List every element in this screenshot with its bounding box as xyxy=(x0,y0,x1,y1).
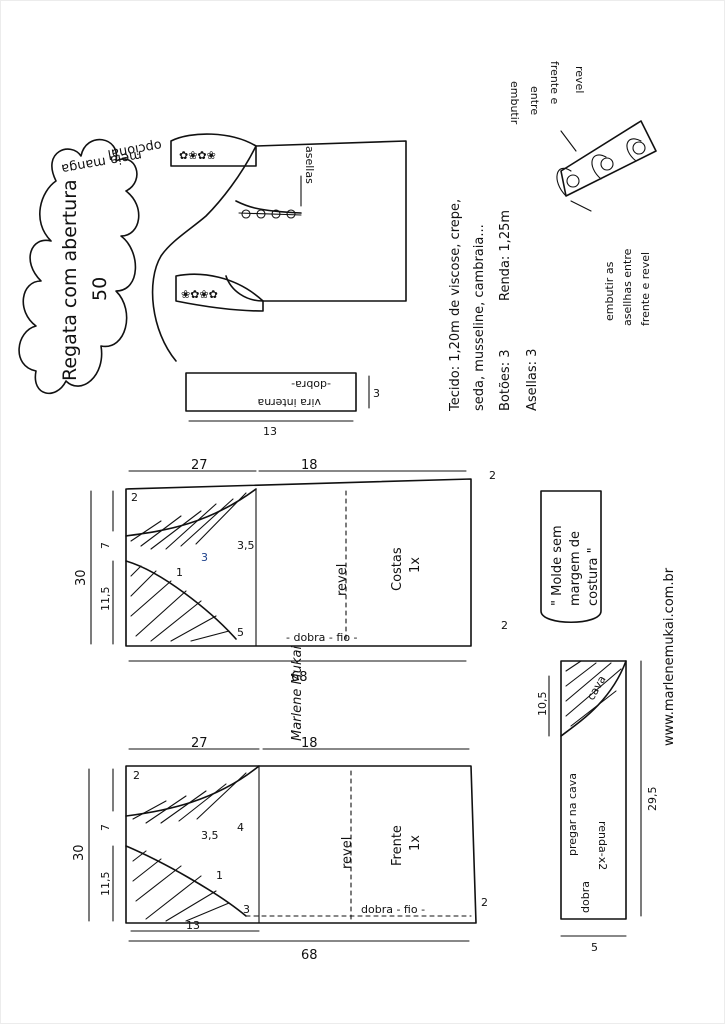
sleeve-note-line2: opcional xyxy=(106,137,163,161)
back-d35: 3,5 xyxy=(237,539,255,552)
lace-dim-105: 10,5 xyxy=(536,692,549,717)
loop-top-line4: revel xyxy=(573,66,586,93)
front-bottom-68: 68 xyxy=(301,948,318,963)
lace-pattern-upper: ✿❀✿❀ xyxy=(179,149,216,162)
fabric-line1: Tecido: 1,20m de viscose, crepe, xyxy=(448,199,463,412)
front-qty: 1x xyxy=(408,835,423,851)
back-side-30: 30 xyxy=(74,569,89,586)
front-d2b: 2 xyxy=(481,896,488,909)
back-qty: 1x xyxy=(408,557,423,573)
loop-detail: embutir entre frente e revel embutir as … xyxy=(508,61,657,326)
front-piece: 27 18 30 11,5 7 68 2 2 1 3 3,5 4 13 reve… xyxy=(72,736,488,963)
fabric-lace: Renda: 1,25m xyxy=(498,210,513,301)
back-name: Costas xyxy=(390,547,405,591)
loop-top-line3: frente e xyxy=(548,61,561,104)
back-d1: 1 xyxy=(176,566,183,579)
back-d2a: 2 xyxy=(131,491,138,504)
vira-piece: -dobra- vira interna 13 3 xyxy=(185,372,380,438)
back-revel: revel xyxy=(335,564,350,596)
back-fold: - dobra - fio - xyxy=(286,631,358,644)
vira-fold: -dobra- xyxy=(291,378,331,391)
button-icon xyxy=(271,209,281,219)
front-d35: 3,5 xyxy=(201,829,219,842)
back-side-7: 7 xyxy=(99,542,112,549)
back-d2c: 2 xyxy=(501,619,508,632)
loop-top-line2: entre xyxy=(528,86,541,115)
front-d2a: 2 xyxy=(133,769,140,782)
button-icon xyxy=(286,209,296,219)
back-d3: 3 xyxy=(201,551,208,564)
lace-dim-295: 29,5 xyxy=(646,787,659,812)
garment-sketch: ✿❀✿❀ ❀✿❀✿ xyxy=(151,133,407,362)
loop-bottom-line3: frente e revel xyxy=(639,252,652,326)
front-side-30: 30 xyxy=(72,844,87,861)
lace-piece: 10,5 29,5 5 pregar na cava renda-x2 cava… xyxy=(536,660,659,954)
button-icon xyxy=(241,209,251,219)
title-cloud: Regata com abertura 50 xyxy=(18,138,140,395)
front-d13: 13 xyxy=(186,919,200,932)
fabric-notes: Tecido: 1,20m de viscose, crepe, seda, m… xyxy=(448,199,540,412)
loop-bottom-line2: asellhas entre xyxy=(621,248,634,326)
front-d4: 4 xyxy=(237,821,244,834)
website: www.marlenemukai.com.br xyxy=(662,567,677,746)
title-line1: Regata com abertura xyxy=(59,179,81,381)
seam-line3: costura " xyxy=(586,547,601,606)
front-side-7: 7 xyxy=(99,824,112,831)
fabric-buttons: Botões: 3 xyxy=(498,350,513,411)
back-d5: 5 xyxy=(237,626,244,639)
front-top-27: 27 xyxy=(191,736,208,751)
back-top-18: 18 xyxy=(301,458,318,473)
seam-line1: " Molde sem xyxy=(550,525,565,606)
back-d2b: 2 xyxy=(489,469,496,482)
vira-title: vira interna xyxy=(258,396,321,409)
back-top-27: 27 xyxy=(191,458,208,473)
front-name: Frente xyxy=(390,825,405,866)
front-fold: dobra - fio - xyxy=(361,903,425,916)
lace-pattern-lower: ❀✿❀✿ xyxy=(181,288,218,301)
lace-dim-5: 5 xyxy=(591,941,598,954)
vira-height: 3 xyxy=(373,387,380,400)
vira-width: 13 xyxy=(263,425,277,438)
lace-label2: renda-x2 xyxy=(596,821,609,870)
seam-line2: margem de xyxy=(568,531,583,606)
fabric-line2: seda, musseline, cambraia... xyxy=(472,224,487,411)
front-d3: 3 xyxy=(243,903,250,916)
signature: Marlene Mukai xyxy=(290,646,305,741)
lace-label1: pregar na cava xyxy=(566,773,579,856)
back-piece: 27 18 30 11,5 7 68 2 2 2 1 3 3,5 5 revel… xyxy=(74,458,508,685)
back-bottom-68: 68 xyxy=(291,670,308,685)
button-icon xyxy=(256,209,266,219)
front-revel: revel xyxy=(340,837,355,869)
loop-bottom-line1: embutir as xyxy=(603,261,616,321)
fabric-loops: Asellas: 3 xyxy=(525,349,540,411)
front-side-115: 11,5 xyxy=(99,872,112,897)
back-side-115: 11,5 xyxy=(99,587,112,612)
sketch-asellas-label: asellas xyxy=(303,146,316,184)
front-top-18: 18 xyxy=(301,736,318,751)
title-line2: 50 xyxy=(89,277,111,301)
front-d1: 1 xyxy=(216,869,223,882)
seam-note: " Molde sem margem de costura " xyxy=(540,490,602,624)
loop-top-line1: embutir xyxy=(508,81,521,125)
lace-fold: dobra xyxy=(579,881,592,913)
